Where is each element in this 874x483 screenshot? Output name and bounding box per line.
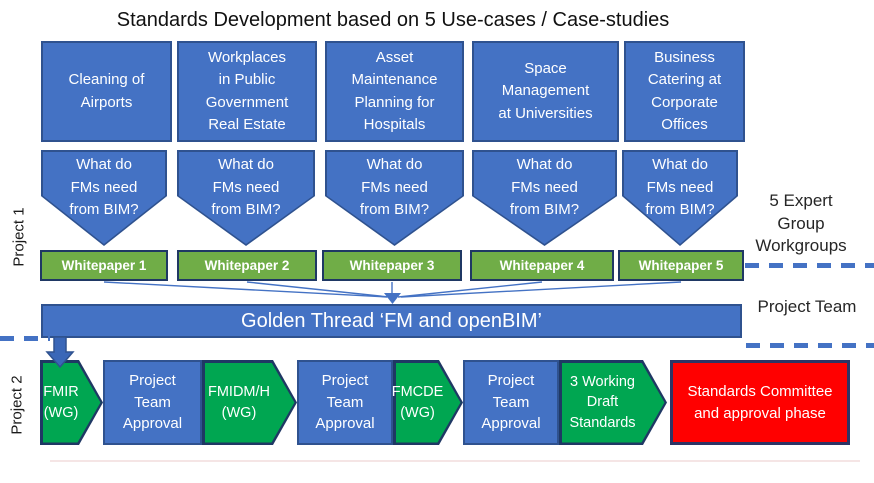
connector-wp2-to-golden [246, 281, 390, 298]
question-arrow-2: What do FMs need from BIM? [177, 150, 315, 246]
process-step-approval-3: Project Team Approval [463, 360, 559, 445]
question-text: What do FMs need from BIM? [69, 156, 139, 218]
converge-arrowhead-icon [384, 293, 401, 304]
process-step-fmcde-wg: FMCDE (WG) [392, 360, 463, 445]
whitepaper-box-1: Whitepaper 1 [40, 250, 168, 281]
use-case-box-workplaces-government: Workplaces in Public Government Real Est… [177, 41, 317, 142]
connector-wp1-to-golden [103, 281, 388, 298]
dashed-line-right-bottom [746, 343, 874, 348]
whitepaper-box-3: Whitepaper 3 [322, 250, 462, 281]
process-step-standards-committee: Standards Committee and approval phase [670, 360, 850, 445]
question-arrow-3: What do FMs need from BIM? [325, 150, 464, 246]
question-text: What do FMs need from BIM? [211, 156, 281, 218]
dashed-line-left [0, 336, 50, 341]
question-text: What do FMs need from BIM? [645, 156, 715, 218]
use-case-box-business-catering: Business Catering at Corporate Offices [624, 41, 745, 142]
connector-wp5-to-golden [400, 281, 682, 298]
whitepaper-box-4: Whitepaper 4 [470, 250, 614, 281]
question-text: What do FMs need from BIM? [509, 156, 580, 218]
connector-wp4-to-golden [397, 281, 543, 298]
question-arrow-4: What do FMs need from BIM? [472, 150, 617, 246]
golden-thread-bar: Golden Thread ‘FM and openBIM’ [41, 304, 742, 338]
use-case-box-space-management-universities: Space Management at Universities [472, 41, 619, 142]
project-1-label: Project 1 [10, 207, 28, 267]
process-step-fmir-wg: FMIR (WG) [40, 360, 103, 445]
use-case-box-cleaning-airports: Cleaning of Airports [41, 41, 172, 142]
dashed-line-right-top [745, 263, 874, 268]
process-step-working-drafts: 3 Working Draft Standards [559, 360, 667, 445]
project-team-label: Project Team [757, 297, 857, 316]
question-arrow-5: What do FMs need from BIM? [622, 150, 738, 246]
faint-divider-line [50, 460, 860, 462]
process-step-approval-1: Project Team Approval [103, 360, 202, 445]
project-2-label: Project 2 [8, 375, 26, 435]
diagram-title: Standards Development based on 5 Use-cas… [116, 9, 670, 31]
expert-group-workgroups-label: 5 Expert Group Workgroups [755, 191, 847, 256]
process-step-approval-2: Project Team Approval [297, 360, 393, 445]
use-case-box-asset-maintenance-hospitals: Asset Maintenance Planning for Hospitals [325, 41, 464, 142]
process-step-fmidm-h-wg: FMIDM/H (WG) [202, 360, 297, 445]
question-arrow-1: What do FMs need from BIM? [41, 150, 167, 246]
whitepaper-box-5: Whitepaper 5 [618, 250, 744, 281]
question-text: What do FMs need from BIM? [359, 156, 430, 218]
whitepaper-box-2: Whitepaper 2 [177, 250, 317, 281]
